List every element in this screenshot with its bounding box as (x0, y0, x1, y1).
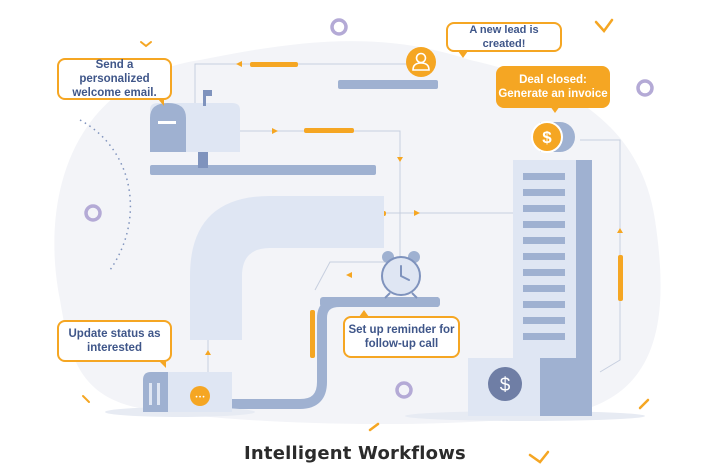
bubble-welcome-email: Send a personalized welcome email. (57, 58, 172, 106)
bubble-deal-closed-line1: Deal closed: (519, 74, 587, 86)
dollar-icon: $ (542, 128, 552, 147)
pipe-flange (372, 196, 384, 248)
tick-decoration (594, 18, 614, 33)
pipe-elbow (190, 196, 372, 340)
bubble-new-lead-text: A new lead is created! (469, 24, 539, 50)
bubble-update-status: Update status as interested (57, 320, 172, 368)
dollar-icon: $ (500, 375, 511, 396)
ring-decoration-top (330, 18, 348, 36)
tick-decoration (528, 450, 550, 464)
tick-decoration (638, 398, 650, 410)
tick-decoration (82, 395, 90, 403)
bubble-update-status-line1: Update status as (68, 328, 161, 340)
connector-arrows (205, 61, 623, 355)
mailbox (150, 90, 240, 168)
bubble-reminder-line1: Set up reminder for (348, 324, 455, 336)
ring-decoration-left (84, 204, 102, 222)
tick-decoration (140, 41, 152, 48)
page-title: Intelligent Workflows (244, 443, 466, 464)
bubble-reminder-line2: follow-up call (364, 338, 439, 350)
gray-bar (338, 80, 438, 89)
ring-decoration-bottom (395, 381, 413, 399)
bubble-welcome-email-line2: welcome email. (72, 87, 157, 99)
tick-decoration (368, 422, 380, 432)
bubble-new-lead: A new lead is created! (446, 22, 562, 58)
gray-bar (150, 165, 376, 175)
dots-icon: ••• (195, 394, 206, 401)
platform (320, 297, 440, 307)
bubble-reminder: Set up reminder for follow-up call (343, 310, 460, 358)
coin (531, 121, 575, 153)
bubble-update-status-line2: interested (87, 342, 142, 354)
alarm-clock (381, 251, 421, 299)
bubble-deal-closed: Deal closed: Generate an invoice (496, 66, 610, 113)
user-avatar (406, 47, 436, 77)
bubble-welcome-email-line1: Send a personalized (79, 59, 150, 85)
ring-decoration-right (636, 79, 654, 97)
bubble-deal-closed-line2: Generate an invoice (498, 88, 608, 100)
crm-machine (105, 372, 255, 417)
building (405, 160, 645, 421)
